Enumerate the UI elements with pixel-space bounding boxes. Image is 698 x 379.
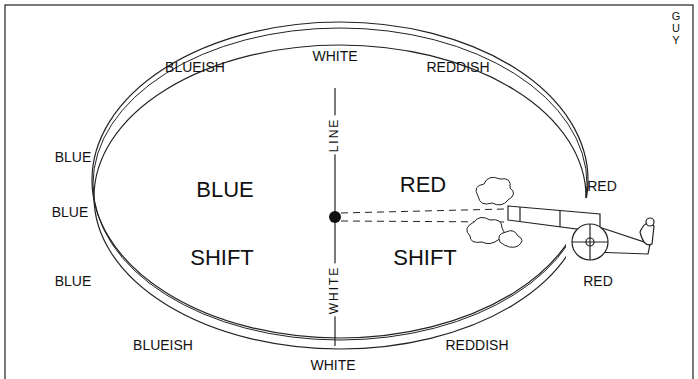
cannon [508,206,654,260]
region-label: SHIFT [190,246,254,270]
trajectory [341,209,505,213]
rim-label: WHITE [312,49,357,64]
rim-label: BLUE [55,274,92,289]
rim-label: REDDISH [426,60,489,75]
rim-outer [92,22,588,338]
line-label: WHITE [328,264,341,317]
region-label: BLUE [196,178,253,202]
frame [5,5,693,379]
rim-label: RED [587,179,617,194]
rim-label: RED [583,274,613,289]
center-dot [329,211,341,223]
rim-label: BLUEISH [165,60,225,75]
signature: GUY [671,10,682,46]
rim-outer-inner [93,28,587,340]
rim-inner [94,45,586,349]
rim-label: BLUE [55,150,92,165]
rim-label: BLUEISH [133,338,193,353]
region-label: RED [400,173,446,197]
region-label: SHIFT [393,246,457,270]
rim-label: REDDISH [445,338,508,353]
line-label: LINE [328,116,341,155]
rim-label: BLUE [52,205,89,220]
rim-label: WHITE [310,358,355,373]
